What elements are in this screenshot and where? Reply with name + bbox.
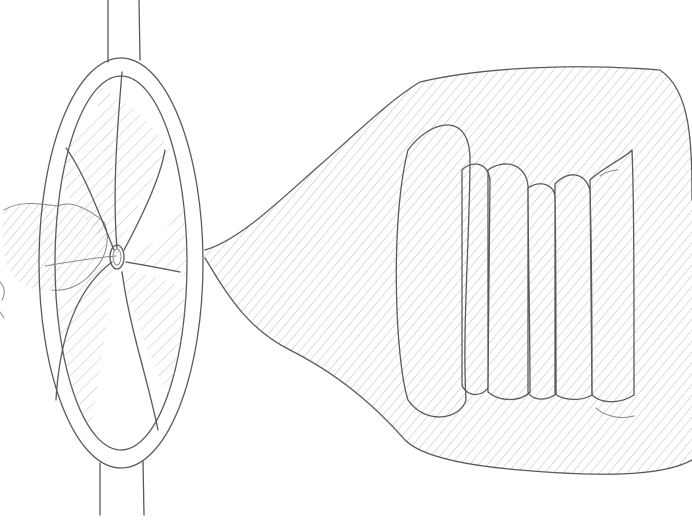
fan-hub (110, 245, 124, 269)
funnel-plume (205, 67, 692, 474)
